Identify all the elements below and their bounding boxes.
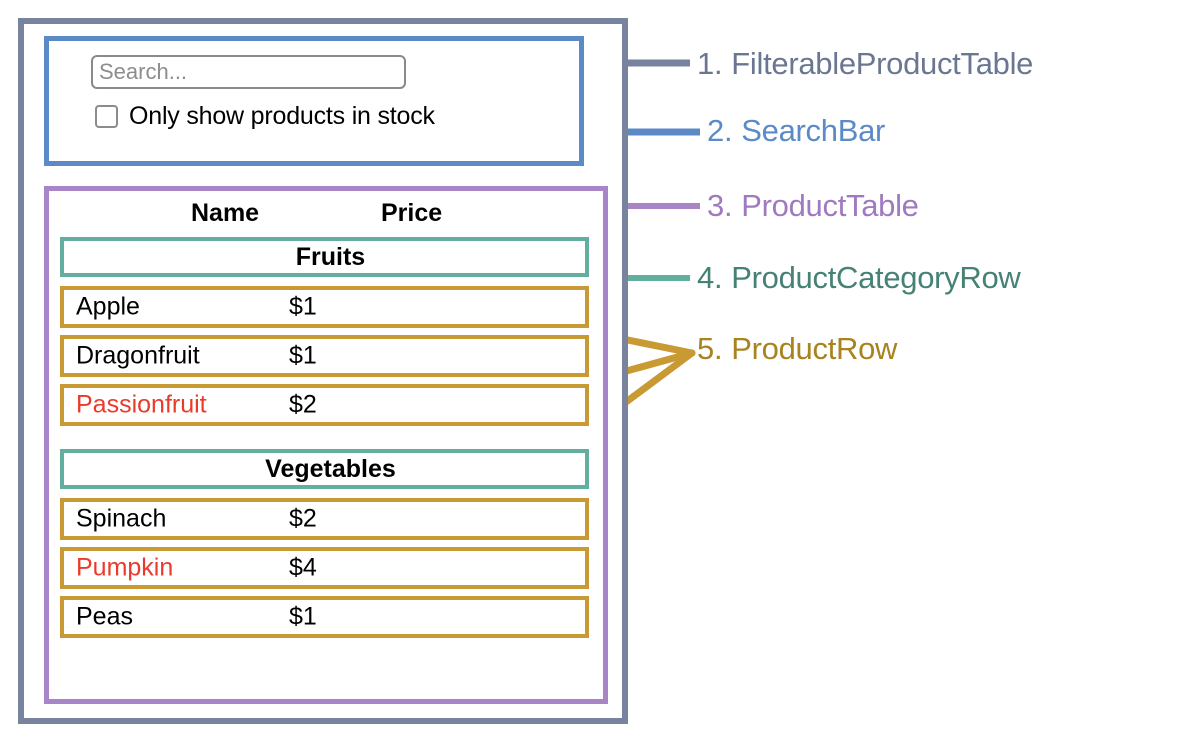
column-header-price: Price	[381, 199, 443, 227]
product-price: $2	[289, 504, 317, 533]
legend-item-search-bar: 2.SearchBar	[707, 115, 885, 146]
product-row: Spinach $2	[60, 498, 589, 540]
in-stock-filter-row[interactable]: Only show products in stock	[95, 102, 579, 131]
product-category-row: Vegetables	[60, 449, 589, 489]
in-stock-checkbox[interactable]	[95, 105, 118, 128]
product-name: Pumpkin	[76, 553, 174, 582]
product-row: Pumpkin $4	[60, 547, 589, 589]
legend-text: ProductTable	[741, 188, 919, 223]
legend-number: 4.	[697, 260, 723, 295]
legend-number: 3.	[707, 188, 733, 223]
legend-item-product-row: 5.ProductRow	[697, 333, 897, 364]
product-row: Passionfruit $2	[60, 384, 589, 426]
product-price: $1	[289, 602, 317, 631]
legend-number: 5.	[697, 331, 723, 366]
legend-text: ProductRow	[731, 331, 898, 366]
search-input[interactable]	[91, 55, 406, 89]
product-price: $4	[289, 553, 317, 582]
product-name: Spinach	[76, 504, 167, 533]
product-row: Peas $1	[60, 596, 589, 638]
product-name: Passionfruit	[76, 390, 207, 419]
search-bar-container: Only show products in stock	[44, 36, 584, 166]
product-table-container: Name Price Fruits Apple $1 Dragonfruit $…	[44, 186, 608, 704]
legend-number: 1.	[697, 46, 723, 81]
legend-number: 2.	[707, 113, 733, 148]
product-row: Apple $1	[60, 286, 589, 328]
product-price: $1	[289, 341, 317, 370]
legend-item-filterable-product-table: 1.FilterableProductTable	[697, 48, 1033, 79]
column-header-name: Name	[191, 199, 260, 227]
legend-item-product-table: 3.ProductTable	[707, 190, 919, 221]
product-category-row: Fruits	[60, 237, 589, 277]
legend-text: ProductCategoryRow	[731, 260, 1021, 295]
product-name: Peas	[76, 602, 133, 631]
product-row: Dragonfruit $1	[60, 335, 589, 377]
legend-text: SearchBar	[741, 113, 886, 148]
product-category-label: Vegetables	[265, 454, 396, 483]
product-table-body: Fruits Apple $1 Dragonfruit $1 Passionfr…	[49, 237, 603, 638]
product-category-label: Fruits	[295, 242, 366, 271]
product-name: Apple	[76, 292, 140, 321]
product-price: $2	[289, 390, 317, 419]
legend-item-product-category-row: 4.ProductCategoryRow	[697, 262, 1021, 293]
in-stock-checkbox-label: Only show products in stock	[129, 102, 435, 130]
group-spacer	[60, 433, 589, 449]
product-table-header: Name Price	[49, 191, 603, 237]
product-price: $1	[289, 292, 317, 321]
legend-text: FilterableProductTable	[731, 46, 1034, 81]
product-name: Dragonfruit	[76, 341, 200, 370]
